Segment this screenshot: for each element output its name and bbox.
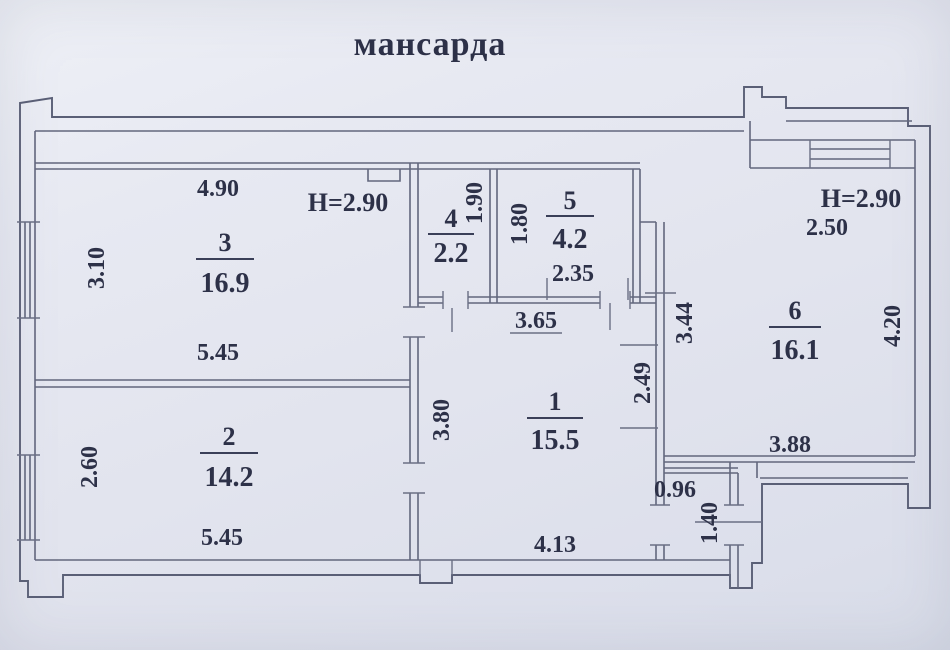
dim-entry-depth: 1.40 xyxy=(697,502,723,544)
dim-room6-left: 3.44 xyxy=(672,302,698,344)
dimension-ticks xyxy=(17,140,891,575)
dim-hall-top: 3.65 xyxy=(515,308,557,334)
dim-room3-bottom: 5.45 xyxy=(197,340,239,366)
room1-area: 15.5 xyxy=(531,425,580,456)
room2-number: 2 xyxy=(223,422,236,451)
dim-room5-width: 2.35 xyxy=(552,261,594,287)
dim-room2-left: 2.60 xyxy=(77,446,103,488)
dim-entry-width: 0.96 xyxy=(654,477,696,503)
room2-area: 14.2 xyxy=(205,462,254,493)
room2-label: 2 14.2 xyxy=(205,422,254,493)
window-lines xyxy=(24,148,890,540)
room1-label: 1 15.5 xyxy=(531,387,580,456)
room-label-bars xyxy=(196,215,821,454)
room5-area: 4.2 xyxy=(553,224,588,255)
room1-number: 1 xyxy=(549,387,562,416)
room3-number: 3 xyxy=(219,228,232,257)
room6-area: 16.1 xyxy=(771,335,820,366)
exterior-wall-outer xyxy=(19,86,931,598)
room6-label: 6 16.1 xyxy=(771,296,820,366)
dim-room6-bottom: 3.88 xyxy=(769,432,811,458)
dim-room2-bottom: 5.45 xyxy=(201,525,243,551)
dim-room3-top: 4.90 xyxy=(197,176,239,202)
exterior-wall-inner xyxy=(34,120,916,561)
dim-room3-left: 3.10 xyxy=(84,247,110,289)
room4-label: 4 2.2 xyxy=(434,204,469,269)
room4-area: 2.2 xyxy=(434,238,469,269)
dim-room6-top: 2.50 xyxy=(806,215,848,241)
room6-number: 6 xyxy=(789,296,802,325)
plan-title: мансарда xyxy=(353,26,507,63)
room3-area: 16.9 xyxy=(201,268,250,299)
room4-number: 4 xyxy=(445,204,458,233)
dim-room4-height: 1.90 xyxy=(462,182,488,224)
room5-number: 5 xyxy=(564,186,577,215)
dim-room5-height: 1.80 xyxy=(507,203,533,245)
height-label-right: Н=2.90 xyxy=(821,184,902,213)
dim-hall-left: 3.80 xyxy=(429,399,455,441)
room3-label: 3 16.9 xyxy=(201,228,250,299)
dim-hall-bottom: 4.13 xyxy=(534,532,576,558)
interior-walls xyxy=(35,162,915,588)
dim-hall-right: 2.49 xyxy=(630,362,656,404)
dim-room6-right: 4.20 xyxy=(880,305,906,347)
height-label-left: Н=2.90 xyxy=(308,188,389,217)
room5-label: 5 4.2 xyxy=(553,186,588,255)
